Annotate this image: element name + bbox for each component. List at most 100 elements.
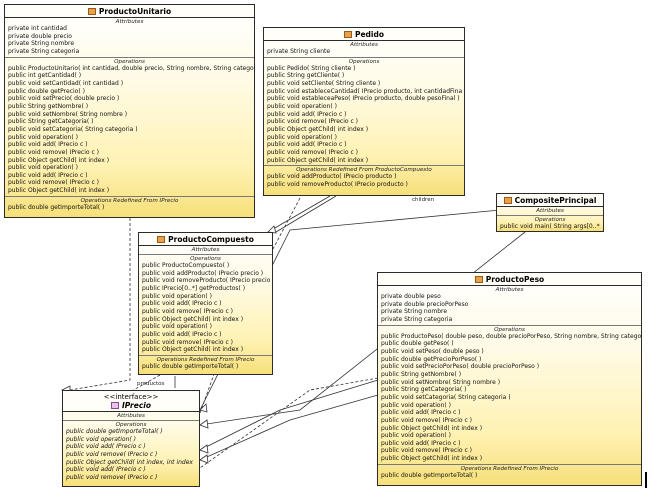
edge-productocompuesto-iprecio xyxy=(129,374,161,393)
operation-line: public ProductoCompuesto( ) xyxy=(142,262,230,269)
attribute-line: private String nombre xyxy=(381,308,448,316)
class-productounitario[interactable]: ProductoUnitario Attributes private int … xyxy=(4,4,255,218)
operation-line: public void remove( IPrecio c ) xyxy=(267,148,358,156)
arrowhead-interface-2 xyxy=(199,403,208,413)
attribute-line: private String categoria xyxy=(381,315,453,323)
operation-line: public void setCliente( String cliente ) xyxy=(267,79,381,87)
edge-productounitario-iprecio xyxy=(69,218,131,391)
operation-line: public void operation( ) xyxy=(267,133,337,141)
operation-line: public Object getChild( int index ) xyxy=(142,346,244,354)
class-name: CompositePrincipal xyxy=(514,196,597,205)
class-header: <<interface>> IPrecio xyxy=(63,391,199,412)
edge-productopeso-iprecio-b xyxy=(199,394,379,461)
class-productopeso[interactable]: ProductoPeso Attributes private double p… xyxy=(377,272,642,486)
operation-line: public double getPeso( ) xyxy=(381,340,454,348)
edge-productopeso-iprecio xyxy=(199,379,379,451)
operation-line: public void operation( ) xyxy=(8,133,78,141)
operation-line: public void setPrecio( double precio ) xyxy=(8,95,120,103)
interface-stereotype: <<interface>> xyxy=(103,393,159,401)
attribute-line: private String categoria xyxy=(8,47,80,55)
operation-line: public void add( IPrecio c ) xyxy=(267,110,347,118)
edge-pedido-productocompuesto xyxy=(267,195,331,233)
class-compositeprincipal[interactable]: CompositePrincipal Attributes Operations… xyxy=(496,193,604,232)
operation-line: public void setCantidad( int cantidad ) xyxy=(8,79,124,87)
operation-line: public void estableceaPeso( IPrecio prod… xyxy=(267,95,460,103)
operation-line: public void addProducto( IPrecio product… xyxy=(267,173,397,181)
operations-title: Operations xyxy=(190,256,221,262)
class-icon xyxy=(474,276,483,283)
class-pedido[interactable]: Pedido Attributes private String cliente… xyxy=(263,27,465,196)
operations-title: Operations xyxy=(534,217,566,223)
operation-line: public Object getChild( int index ) xyxy=(8,156,110,164)
operation-line: public void add( IPrecio c ) xyxy=(8,141,88,149)
operation-line: public void operation( ) xyxy=(381,401,451,409)
interface-iprecio[interactable]: <<interface>> IPrecio Attributes Operati… xyxy=(62,390,200,487)
operation-line: public double getImporteTotal( ) xyxy=(142,362,239,370)
operation-line: public void remove( IPrecio c ) xyxy=(142,338,233,346)
operations-title: Operations xyxy=(494,326,525,333)
class-name: Pedido xyxy=(354,30,385,39)
operation-line: public void estableceCantidad( IPrecio p… xyxy=(267,87,463,95)
class-name: ProductoCompuesto xyxy=(168,235,254,244)
operation-line: public void add( IPrecio c ) xyxy=(142,300,222,308)
attribute-line: private int cantidad xyxy=(8,25,67,32)
arrowhead-interface-3 xyxy=(199,419,209,429)
operation-line: public Object getChild( int index ) xyxy=(381,424,483,432)
class-header: ProductoPeso xyxy=(378,273,641,286)
operation-line: public Object getChild( int index ) xyxy=(142,315,244,323)
operation-line: public Object getChild( int index, int i… xyxy=(66,458,193,466)
operation-line: public void operation( ) xyxy=(66,435,136,443)
operations-title: Operations xyxy=(115,422,147,428)
operation-line: public Pedido( String cliente ) xyxy=(267,64,356,72)
redefined-title: Operations Redefined From IPrecio xyxy=(156,356,255,363)
operation-line: public void operation( ) xyxy=(142,323,212,331)
operation-line: public void remove( IPrecio c ) xyxy=(381,447,472,455)
operation-line: public void remove( IPrecio c ) xyxy=(66,473,158,481)
operation-line: public double getPrecio( ) xyxy=(8,87,85,95)
edge-productopeso-iprecio-dashed xyxy=(199,377,379,469)
operation-line: public void removeProducto( IPrecio prec… xyxy=(142,277,271,285)
operation-line: public Object getChild( int index ) xyxy=(8,187,110,195)
edge-marker xyxy=(645,472,647,488)
arrowhead-interface-4 xyxy=(199,444,209,454)
operation-line: public void setNombre( String nombre ) xyxy=(8,110,128,118)
edge-pedido-productocompuesto-b xyxy=(275,195,337,233)
redefined-title: Operations Redefined From IPrecio xyxy=(460,465,559,472)
operation-line: public ProductoUnitario( int cantidad, d… xyxy=(8,64,254,72)
attribute-line: private String nombre xyxy=(8,40,75,48)
operation-line: public IPrecio[0..*] getProductos( ) xyxy=(142,284,246,292)
attribute-line: private double precio xyxy=(8,32,72,40)
attribute-line: private double precioPorPeso xyxy=(381,300,469,308)
operation-line: public Object getChild( int index ) xyxy=(267,125,369,133)
arrowhead-interface-5 xyxy=(199,454,209,464)
operation-line: public void remove( IPrecio c ) xyxy=(267,118,358,126)
class-icon xyxy=(157,236,166,243)
operation-line: public void add( IPrecio c ) xyxy=(8,171,88,179)
class-productocompuesto[interactable]: ProductoCompuesto Attributes Operations … xyxy=(138,232,273,375)
operation-line: public void main( String args[0..* xyxy=(500,223,600,230)
class-header: ProductoCompuesto xyxy=(139,233,272,246)
operation-line: public void add( IPrecio c ) xyxy=(66,466,146,474)
class-header: CompositePrincipal xyxy=(497,194,603,207)
operation-line: public String getNombre( ) xyxy=(8,102,89,110)
operation-line: public int getCantidad( ) xyxy=(8,72,82,80)
operation-line: public void setPeso( double peso ) xyxy=(381,347,484,355)
attributes-title: Attributes xyxy=(117,413,145,419)
operation-line: public void remove( IPrecio c ) xyxy=(8,179,99,187)
attributes-title: Attributes xyxy=(536,208,564,214)
edge-label-children: children xyxy=(412,197,435,203)
operation-line: public void remove( IPrecio c ) xyxy=(66,450,158,458)
operation-line: public void setNombre( String nombre ) xyxy=(381,378,501,386)
operation-line: public void add( IPrecio c ) xyxy=(381,409,461,417)
operation-line: public void remove( IPrecio c ) xyxy=(381,416,472,424)
operation-line: public String getCategoria( ) xyxy=(8,118,94,126)
redefined-title: Operations Redefined From ProductoCompue… xyxy=(296,167,432,174)
operation-line: public Object getChild( int index ) xyxy=(381,455,483,463)
attributes-title: Attributes xyxy=(191,247,220,253)
operation-line: public void operation( ) xyxy=(8,164,78,172)
operation-line: public String getCategoria( ) xyxy=(381,386,467,394)
operation-line: public void removeProducto( IPrecio prod… xyxy=(267,180,408,188)
operation-line: public void remove( IPrecio c ) xyxy=(142,307,233,315)
operation-line: public double getImporteTotal( ) xyxy=(8,203,105,211)
operation-line: public void operation( ) xyxy=(267,102,337,110)
